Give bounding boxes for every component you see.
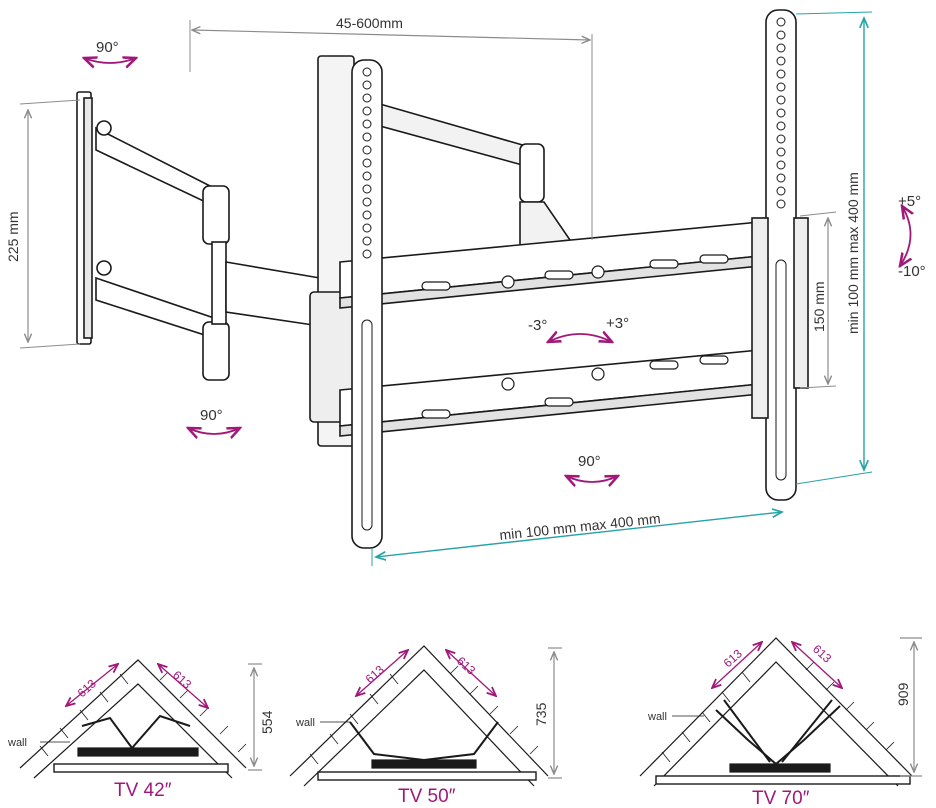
rear-arm [379, 102, 527, 168]
dim-left-50: 613 [363, 662, 387, 686]
arm-extension-label: 45-600mm [336, 15, 403, 31]
tv-label-50: TV 50″ [398, 786, 456, 807]
corner-diagram-50 [289, 645, 562, 787]
tv-screen-42 [53, 763, 229, 773]
outer-arm [225, 261, 321, 327]
wall-bolt-bottom [96, 260, 112, 276]
swivel-wall-top-label: 90° [96, 39, 119, 56]
swivel-arrow-wall-top [84, 58, 136, 63]
dimension-lines [19, 11, 873, 566]
swivel-wall-bottom-label: 90° [200, 407, 223, 424]
rotation-right-label: +3° [606, 315, 629, 332]
rotation-arrows [84, 58, 911, 482]
swivel-arrow-wall-bottom [188, 428, 240, 434]
upper-arm-2 [95, 276, 215, 340]
swivel-arrow-bottom [566, 476, 618, 482]
vesa-vertical-label: min 100 mm max 400 mm [845, 172, 861, 334]
elbow-joint-bottom [202, 321, 230, 381]
depth-50: 735 [533, 702, 549, 726]
mount-arms-50 [349, 721, 499, 762]
corner-diagram-70 [639, 637, 922, 787]
tv-screen-50 [317, 771, 537, 781]
vertical-bracket-left [351, 59, 383, 549]
tv-label-42: TV 42″ [114, 780, 172, 801]
tv-label-70: TV 70″ [752, 788, 810, 808]
vesa-vertical-small-label: 150 mm [811, 281, 827, 332]
swivel-bottom-label: 90° [578, 453, 601, 470]
elbow-joint-top [202, 185, 230, 245]
tilt-up-label: +5° [898, 193, 921, 210]
depth-42: 554 [259, 710, 275, 734]
dim-right-42: 613 [170, 668, 194, 692]
wall-label-70: wall [647, 711, 667, 723]
wall-bolt-top [96, 120, 112, 136]
dim-left-70: 613 [721, 646, 745, 670]
tilt-arrow [900, 206, 911, 266]
depth-70: 909 [895, 682, 911, 706]
wall-label-42: wall [7, 737, 27, 749]
rotation-arrow-center [548, 334, 612, 342]
tv-screen-70 [655, 775, 911, 785]
dim-right-50: 613 [454, 654, 478, 678]
bracket-holes [361, 17, 787, 531]
rear-joint [519, 143, 545, 203]
wall-label-50: wall [295, 717, 315, 729]
rotation-left-label: -3° [528, 317, 547, 334]
mount-arms-42 [81, 714, 191, 750]
tilt-down-label: -10° [898, 263, 926, 280]
upper-arm-1 [95, 126, 215, 208]
corner-diagram-42 [19, 659, 262, 779]
mount-illustration [76, 9, 809, 549]
vesa-horizontal-label: min 100 mm max 400 mm [499, 510, 662, 543]
wall-plate-height-label: 225 mm [5, 211, 21, 262]
